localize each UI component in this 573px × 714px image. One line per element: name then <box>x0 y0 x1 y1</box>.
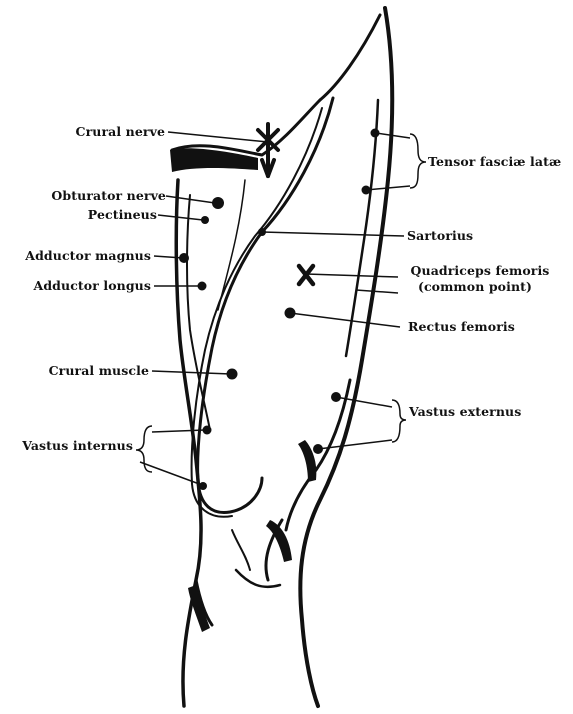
point-sartorius <box>258 228 266 236</box>
label-tensor-fasciae-latae: Tensor fasciæ latæ <box>428 155 561 169</box>
label-quadriceps-femoris: Quadriceps femoris <box>400 264 560 278</box>
upper-right-edge <box>320 15 380 100</box>
crural-nerve-symbol <box>258 124 278 176</box>
leader-vastus-int-b <box>140 462 202 485</box>
label-sartorius: Sartorius <box>407 229 473 243</box>
knee-lower <box>236 570 280 587</box>
label-vastus-externus: Vastus externus <box>409 405 521 419</box>
point-crural-muscle <box>227 369 238 380</box>
point-adductor-magnus <box>179 253 189 263</box>
brace-vastus-externus <box>392 400 406 442</box>
label-adductor-magnus: Adductor magnus <box>25 249 151 263</box>
tendon-shading <box>298 440 316 482</box>
leader-add-magnus <box>154 256 183 258</box>
point-vastus-internus-a <box>203 426 212 435</box>
brace-tensor <box>410 134 426 188</box>
point-vastus-externus-a <box>331 392 341 402</box>
leader-quadriceps-b <box>356 290 398 293</box>
patella-hint <box>232 530 250 570</box>
label-rectus-femoris: Rectus femoris <box>408 320 515 334</box>
point-obturator-nerve <box>212 197 224 209</box>
label-adductor-longus: Adductor longus <box>34 279 151 293</box>
inguinal-edge <box>172 100 320 155</box>
point-tensor-b <box>362 186 371 195</box>
leader-vastus-int-a <box>152 430 205 432</box>
quadriceps-cross-mark <box>299 266 313 284</box>
point-vastus-externus-b <box>313 444 323 454</box>
medial-band <box>187 195 210 430</box>
leader-crural-nerve <box>168 132 268 142</box>
point-vastus-internus-b <box>199 482 207 490</box>
point-adductor-longus <box>198 282 207 291</box>
leader-pectineus <box>158 215 203 220</box>
leader-rectus <box>290 313 400 327</box>
point-pectineus <box>201 216 209 224</box>
label-crural-muscle: Crural muscle <box>49 364 149 378</box>
point-rectus-femoris <box>285 308 296 319</box>
point-tensor-a <box>371 129 380 138</box>
leader-quadriceps <box>306 274 398 277</box>
leader-crural-muscle <box>152 371 231 374</box>
label-quadriceps-note: (common point) <box>400 280 550 294</box>
label-obturator-nerve: Obturator nerve <box>51 189 166 203</box>
lateral-muscle-line <box>346 100 378 356</box>
label-vastus-internus: Vastus internus <box>22 439 133 453</box>
label-pectineus: Pectineus <box>88 208 157 222</box>
label-crural-nerve: Crural nerve <box>76 125 165 139</box>
